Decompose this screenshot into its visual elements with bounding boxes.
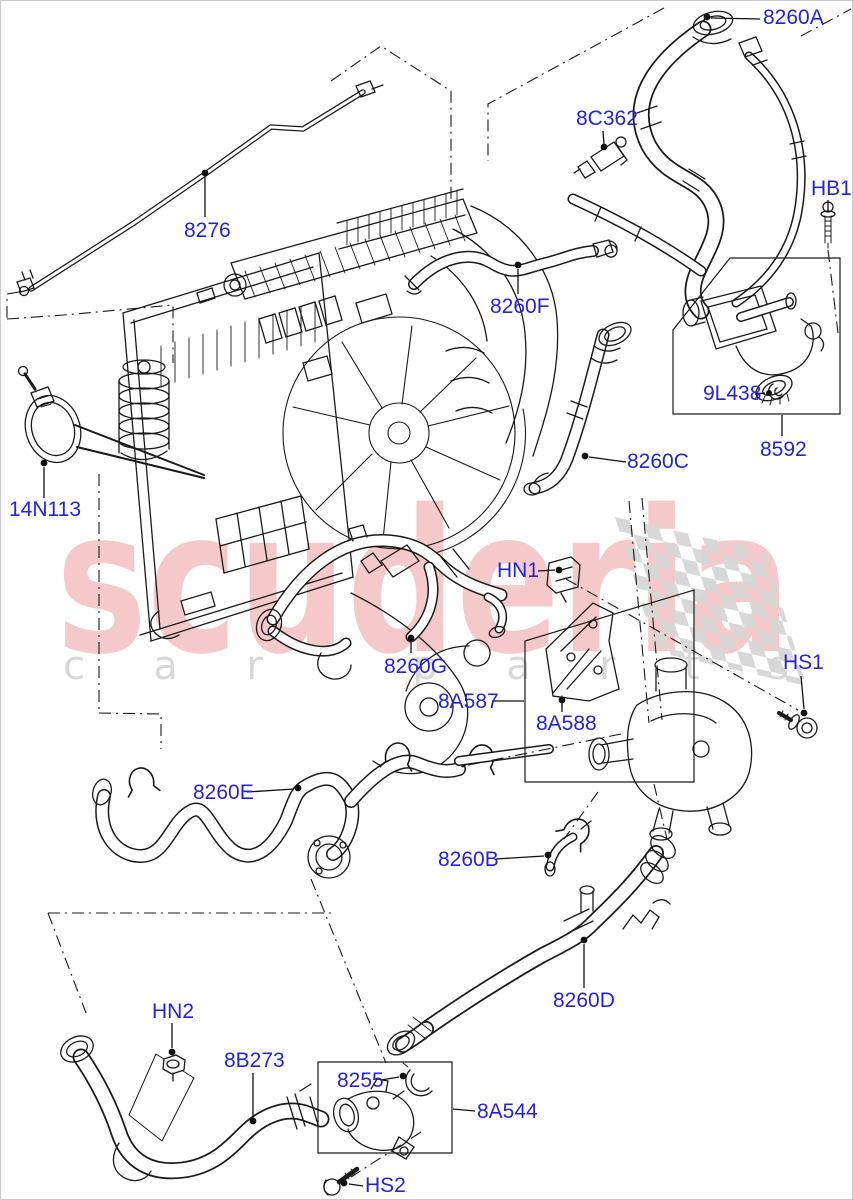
- grommet-9L438: [768, 383, 784, 400]
- part-label-8260A[interactable]: 8260A: [763, 6, 824, 29]
- line-art: [16, 10, 836, 1196]
- connector-8260B: [544, 810, 599, 877]
- part-label-HS1[interactable]: HS1: [783, 651, 824, 674]
- part-label-9L438[interactable]: 9L438: [703, 382, 762, 405]
- leader-lines: [43, 17, 829, 1187]
- nut-HN2: [128, 1053, 195, 1142]
- radiator: [122, 252, 354, 642]
- leader-dots: [40, 13, 808, 1187]
- part-label-HN1[interactable]: HN1: [497, 559, 540, 582]
- part-label-8A587[interactable]: 8A587: [438, 690, 499, 713]
- bolt-HB1: [820, 201, 836, 249]
- zone-boxes: [317, 257, 841, 1154]
- thermostat-housing: [588, 657, 753, 841]
- engine-valve-cover: [223, 188, 478, 300]
- pipe-8260C: [523, 321, 632, 496]
- box-8A544: [317, 1061, 453, 1154]
- box-8592: [672, 257, 841, 415]
- part-label-8A544[interactable]: 8A544: [477, 1100, 538, 1123]
- part-label-8255[interactable]: 8255: [337, 1069, 384, 1092]
- o-ring-8255: [402, 1062, 433, 1097]
- part-label-8260G[interactable]: 8260G: [384, 655, 448, 678]
- part-label-8260B[interactable]: 8260B: [438, 848, 499, 871]
- hose-8260G: [255, 524, 508, 680]
- pipe-8276: [16, 80, 384, 297]
- bolt-HS2: [323, 1166, 360, 1196]
- part-label-8260D[interactable]: 8260D: [553, 989, 615, 1012]
- engine-manifold: [258, 205, 559, 775]
- housing-8A544: [332, 1078, 415, 1160]
- hose-8B273: [60, 1035, 330, 1182]
- cooling-fan: [282, 316, 526, 556]
- hose-8260A: [632, 10, 807, 320]
- screw-HS1: [777, 710, 818, 739]
- part-label-14N113[interactable]: 14N113: [9, 498, 82, 521]
- part-label-HN2[interactable]: HN2: [152, 1000, 195, 1023]
- sensor-8C362: [573, 136, 628, 179]
- watermark-checkered-flag: [615, 517, 807, 687]
- construction-lines: [6, 7, 852, 1178]
- hose-8260F: [404, 239, 618, 295]
- pointer-lines-14N113: [74, 424, 205, 479]
- part-label-8260E[interactable]: 8260E: [193, 781, 254, 804]
- box-8A587: [524, 589, 695, 783]
- part-label-HS2[interactable]: HS2: [365, 1174, 406, 1197]
- part-label-8B273[interactable]: 8B273: [224, 1049, 285, 1072]
- clamp-14N113: [17, 365, 82, 464]
- water-outlet-8592: [682, 285, 825, 406]
- part-label-8592[interactable]: 8592: [760, 438, 807, 461]
- part-label-8A588[interactable]: 8A588: [536, 712, 597, 735]
- hose-8260D: [386, 835, 676, 1056]
- part-label-8260C[interactable]: 8260C: [627, 450, 689, 473]
- part-label-8C362[interactable]: 8C362: [576, 107, 638, 130]
- part-label-HB1[interactable]: HB1: [811, 177, 852, 200]
- part-label-8276[interactable]: 8276: [184, 219, 231, 242]
- part-label-8260F[interactable]: 8260F: [490, 295, 550, 318]
